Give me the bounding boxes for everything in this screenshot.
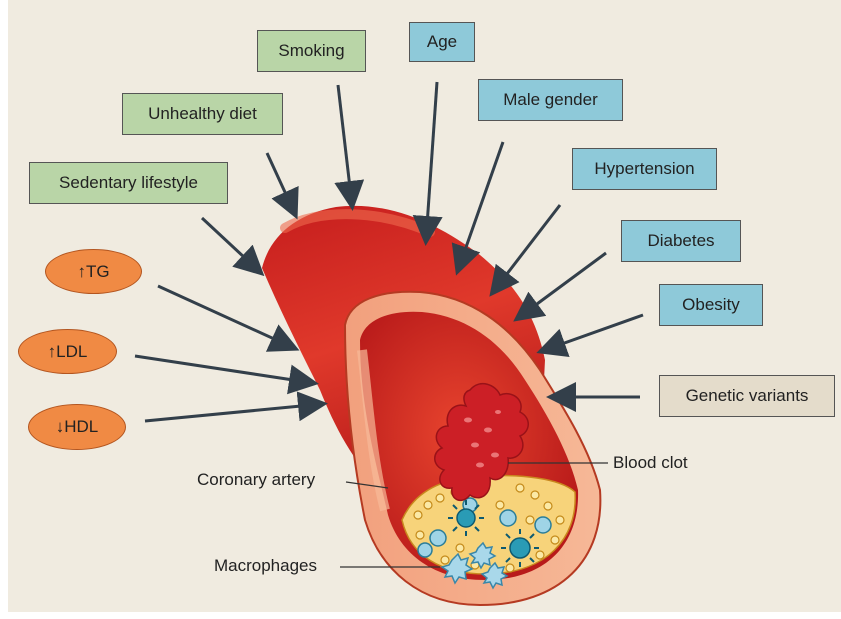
age-box: Age [409, 22, 475, 62]
smoking-box: Smoking [257, 30, 366, 72]
macrophages-label: Macrophages [214, 556, 317, 576]
genetic-variants-label: Genetic variants [686, 386, 809, 406]
tg-label: ↑TG [77, 262, 109, 282]
hypertension-label: Hypertension [594, 159, 694, 179]
age-label: Age [427, 32, 457, 52]
unhealthy-diet-label: Unhealthy diet [148, 104, 257, 124]
hdl-label: ↓HDL [56, 417, 99, 437]
diabetes-label: Diabetes [647, 231, 714, 251]
ldl-label: ↑LDL [48, 342, 88, 362]
male-gender-box: Male gender [478, 79, 623, 121]
smoking-label: Smoking [278, 41, 344, 61]
blood-clot-label: Blood clot [613, 453, 688, 473]
ldl-oval: ↑LDL [18, 329, 117, 374]
hypertension-box: Hypertension [572, 148, 717, 190]
coronary-artery-label: Coronary artery [197, 470, 315, 490]
sedentary-lifestyle-box: Sedentary lifestyle [29, 162, 228, 204]
hdl-oval: ↓HDL [28, 404, 126, 450]
genetic-variants-box: Genetic variants [659, 375, 835, 417]
tg-oval: ↑TG [45, 249, 142, 294]
diabetes-box: Diabetes [621, 220, 741, 262]
unhealthy-diet-box: Unhealthy diet [122, 93, 283, 135]
sedentary-lifestyle-label: Sedentary lifestyle [59, 173, 198, 193]
obesity-label: Obesity [682, 295, 740, 315]
obesity-box: Obesity [659, 284, 763, 326]
male-gender-label: Male gender [503, 90, 598, 110]
